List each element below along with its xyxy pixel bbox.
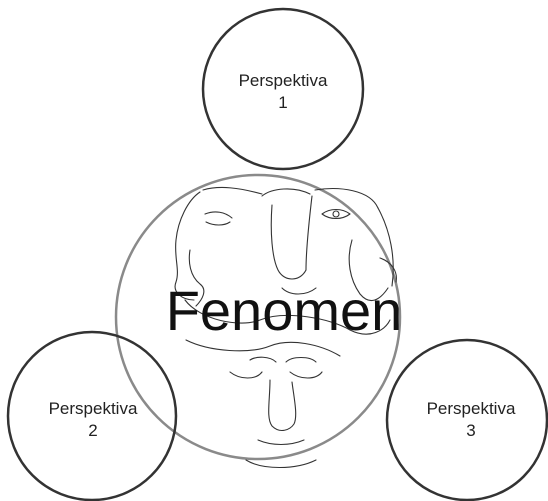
faces-illustration [174,186,397,468]
phenomenon-circle [114,173,402,461]
perspective-2-label-line2: 2 [88,421,97,440]
perspective-1-label-line1: Perspektiva [239,71,328,90]
perspective-3-label-line2: 3 [466,421,475,440]
perspective-3-label-line1: Perspektiva [427,399,516,418]
perspective-1-circle [201,7,365,171]
perspective-2-label-line1: Perspektiva [49,399,138,418]
perspective-1-label-line2: 1 [278,93,287,112]
perspective-2-circle [6,330,178,501]
phenomenon-label: Fenomen [166,279,403,342]
perspective-3-circle [385,338,548,501]
